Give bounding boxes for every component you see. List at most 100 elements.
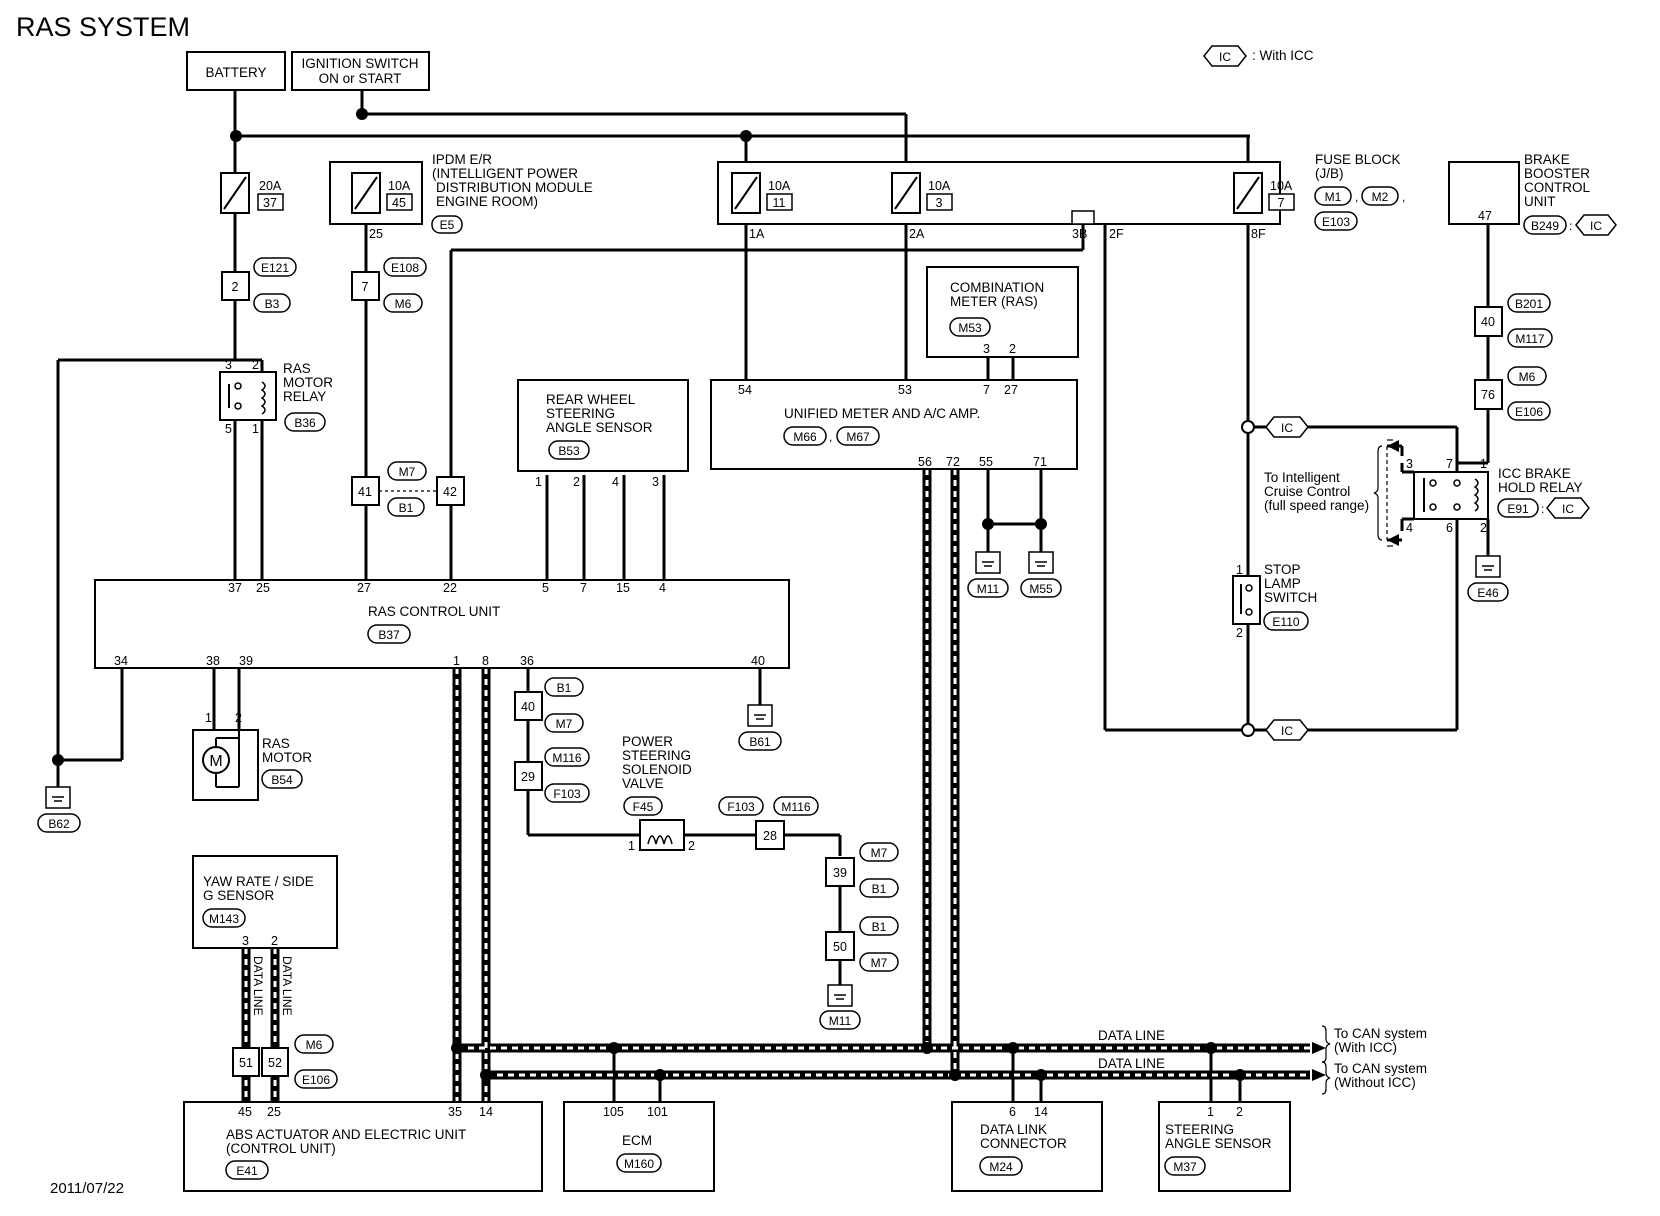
svg-text:2A: 2A bbox=[909, 227, 925, 241]
svg-text:8: 8 bbox=[482, 654, 489, 668]
svg-text:M66: M66 bbox=[793, 430, 817, 444]
ignition-label-2: ON or START bbox=[319, 71, 402, 86]
svg-text:20A: 20A bbox=[259, 179, 282, 193]
svg-text:(Without ICC): (Without ICC) bbox=[1334, 1075, 1416, 1090]
svg-text:B3: B3 bbox=[265, 297, 280, 311]
svg-text:M55: M55 bbox=[1029, 582, 1053, 596]
svg-text:25: 25 bbox=[369, 227, 383, 241]
svg-text:29: 29 bbox=[521, 770, 535, 784]
svg-text:4: 4 bbox=[659, 581, 666, 595]
svg-text:27: 27 bbox=[357, 581, 371, 595]
svg-text:E5: E5 bbox=[440, 218, 455, 232]
svg-text:14: 14 bbox=[479, 1105, 493, 1119]
svg-text:E103: E103 bbox=[1322, 215, 1350, 229]
svg-text:B1: B1 bbox=[872, 920, 887, 934]
fuse-block: 10A 11 10A 3 10A 7 FUSE BLOCK (J/B) M1 ,… bbox=[717, 152, 1405, 241]
svg-text:E91: E91 bbox=[1507, 502, 1529, 516]
battery-box: BATTERY bbox=[186, 51, 286, 91]
svg-text:B201: B201 bbox=[1515, 297, 1543, 311]
svg-text:34: 34 bbox=[114, 654, 128, 668]
svg-text:G SENSOR: G SENSOR bbox=[203, 888, 275, 903]
svg-text:3: 3 bbox=[983, 342, 990, 356]
svg-text:UNIT: UNIT bbox=[1524, 194, 1556, 209]
svg-text:IC: IC bbox=[1281, 724, 1293, 738]
svg-text:2F: 2F bbox=[1109, 227, 1124, 241]
svg-text:To CAN system: To CAN system bbox=[1334, 1061, 1427, 1076]
svg-text:M53: M53 bbox=[958, 321, 982, 335]
ic-marker-lower: IC bbox=[1254, 719, 1309, 741]
svg-text:RELAY: RELAY bbox=[283, 389, 326, 404]
svg-text:(J/B): (J/B) bbox=[1315, 166, 1344, 181]
svg-text:M11: M11 bbox=[977, 582, 1000, 596]
svg-text::: : bbox=[1541, 502, 1544, 516]
legend-symbol: IC bbox=[1219, 50, 1231, 64]
svg-text:B61: B61 bbox=[749, 735, 771, 749]
svg-text:YAW RATE / SIDE: YAW RATE / SIDE bbox=[203, 874, 314, 889]
svg-text:2: 2 bbox=[688, 839, 695, 853]
ground-b62: B62 bbox=[37, 786, 81, 833]
svg-text:IPDM E/R: IPDM E/R bbox=[432, 152, 492, 167]
can-data-lines bbox=[241, 469, 1326, 1102]
svg-text:39: 39 bbox=[239, 654, 253, 668]
harness-connectors: 2 E121 B3 7 E108 M6 41 42 M7 B1 40 B1 M7… bbox=[221, 257, 1553, 1089]
svg-text:E106: E106 bbox=[302, 1073, 330, 1087]
svg-text:1: 1 bbox=[252, 422, 259, 436]
legend: IC : With ICC bbox=[1203, 45, 1314, 67]
svg-text:10A: 10A bbox=[928, 179, 951, 193]
svg-text:SWITCH: SWITCH bbox=[1264, 590, 1317, 605]
svg-text:37: 37 bbox=[263, 196, 277, 210]
svg-text:35: 35 bbox=[448, 1105, 462, 1119]
svg-text:38: 38 bbox=[206, 654, 220, 668]
ras-motor: M 1 2 RAS MOTOR B54 bbox=[192, 711, 312, 801]
svg-text:39: 39 bbox=[833, 866, 847, 880]
svg-text:4: 4 bbox=[1406, 521, 1413, 535]
svg-text:1: 1 bbox=[1480, 457, 1487, 471]
svg-text:M: M bbox=[209, 753, 222, 770]
svg-text:LAMP: LAMP bbox=[1264, 576, 1301, 591]
svg-text:BRAKE: BRAKE bbox=[1524, 152, 1570, 167]
svg-text:40: 40 bbox=[521, 700, 535, 714]
power-steering-solenoid-valve: 1 2 POWER STEERING SOLENOID VALVE F45 bbox=[622, 734, 695, 853]
svg-text:STEERING: STEERING bbox=[1165, 1122, 1234, 1137]
svg-text:IC: IC bbox=[1590, 219, 1602, 233]
svg-text:42: 42 bbox=[443, 485, 457, 499]
svg-text:M6: M6 bbox=[395, 297, 412, 311]
to-intelligent-cruise-control: To Intelligent Cruise Control (full spee… bbox=[1264, 445, 1383, 541]
svg-text:2: 2 bbox=[1236, 626, 1243, 640]
svg-text:ANGLE SENSOR: ANGLE SENSOR bbox=[546, 420, 653, 435]
svg-text:M7: M7 bbox=[871, 846, 888, 860]
svg-text:POWER: POWER bbox=[622, 734, 673, 749]
svg-text:ANGLE SENSOR: ANGLE SENSOR bbox=[1165, 1136, 1272, 1151]
svg-text:28: 28 bbox=[763, 829, 777, 843]
svg-text:CONTROL: CONTROL bbox=[1524, 180, 1590, 195]
ground-b61: B61 bbox=[738, 704, 782, 751]
battery-label: BATTERY bbox=[205, 65, 266, 80]
svg-text:ICC BRAKE: ICC BRAKE bbox=[1498, 466, 1571, 481]
svg-text:,: , bbox=[1355, 190, 1358, 204]
svg-text:10A: 10A bbox=[768, 179, 791, 193]
svg-text:45: 45 bbox=[392, 196, 406, 210]
svg-text:25: 25 bbox=[267, 1105, 281, 1119]
svg-text:B36: B36 bbox=[294, 416, 316, 430]
svg-text:MOTOR: MOTOR bbox=[262, 750, 312, 765]
ignition-label-1: IGNITION SWITCH bbox=[302, 56, 419, 71]
svg-text:56: 56 bbox=[918, 455, 932, 469]
svg-text:B37: B37 bbox=[378, 628, 400, 642]
svg-text:B1: B1 bbox=[872, 882, 887, 896]
svg-text:1: 1 bbox=[628, 839, 635, 853]
svg-text:E41: E41 bbox=[236, 1164, 258, 1178]
svg-text:27: 27 bbox=[1004, 383, 1018, 397]
abs-actuator-unit: 45 25 35 14 ABS ACTUATOR AND ELECTRIC UN… bbox=[183, 1101, 543, 1192]
svg-text:1A: 1A bbox=[749, 227, 765, 241]
svg-text:25: 25 bbox=[256, 581, 270, 595]
svg-text:RAS CONTROL UNIT: RAS CONTROL UNIT bbox=[368, 604, 500, 619]
svg-text:6: 6 bbox=[1446, 521, 1453, 535]
svg-text:1: 1 bbox=[1207, 1105, 1214, 1119]
svg-text:53: 53 bbox=[898, 383, 912, 397]
svg-text:2: 2 bbox=[232, 280, 239, 294]
svg-text:(With ICC): (With ICC) bbox=[1334, 1040, 1397, 1055]
svg-text:(full speed range): (full speed range) bbox=[1264, 498, 1369, 513]
svg-text:3: 3 bbox=[225, 358, 232, 372]
svg-text:45: 45 bbox=[238, 1105, 252, 1119]
svg-text:F103: F103 bbox=[727, 800, 755, 814]
